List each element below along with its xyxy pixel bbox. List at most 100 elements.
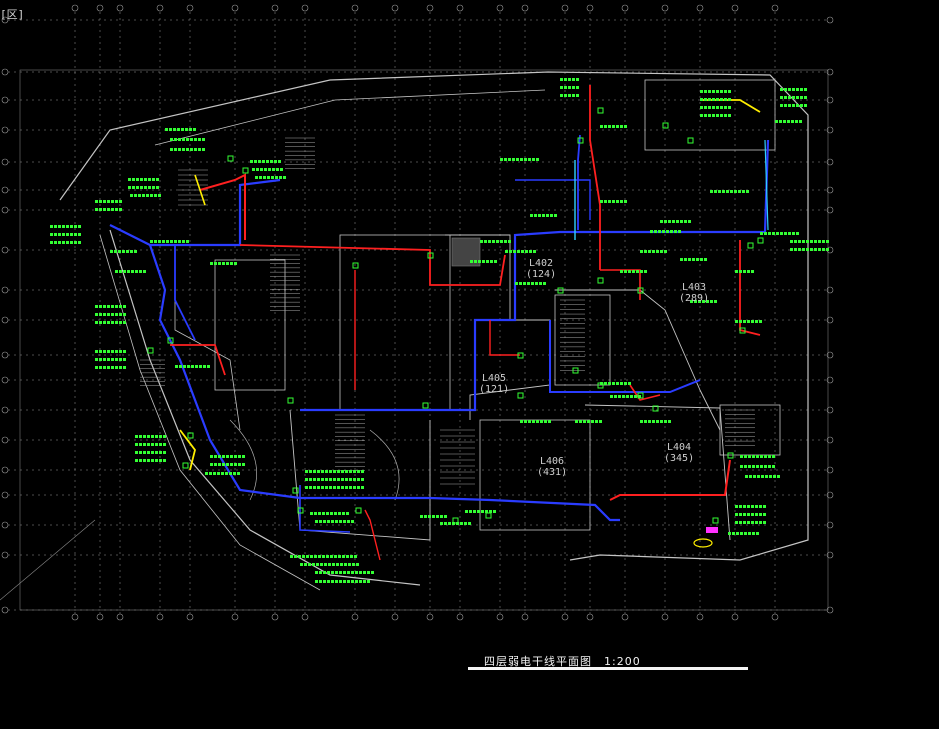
cable-label [524,158,527,161]
axis-bubble-right [826,406,834,414]
cable-label [568,94,571,97]
cable-label [788,88,791,91]
cable-label [115,321,118,324]
cable-label [165,128,168,131]
cable-label [66,233,69,236]
cable-label [704,98,707,101]
cable-label [790,248,793,251]
junction-box [352,262,359,269]
red-trunk-north-west [199,173,246,240]
axis-bubble-left [1,158,9,166]
axis-bubble-bottom [731,613,739,621]
cable-label [564,78,567,81]
cable-label [662,230,665,233]
cable-label [294,555,297,558]
cable-label [460,522,463,525]
cable-label [708,106,711,109]
cable-label [710,190,713,193]
cable-label [330,512,333,515]
cable-label [267,176,270,179]
cable-label [532,420,535,423]
cable-label [530,214,533,217]
cable-label [742,190,745,193]
cable-label [432,515,435,518]
cable-label [784,104,787,107]
cable-label [325,486,328,489]
central-block [339,234,451,411]
cable-label [367,571,370,574]
cable-label [312,563,315,566]
cable-label [576,86,579,89]
cable-label [202,148,205,151]
cable-label [798,248,801,251]
cable-label [791,120,794,123]
cable-label [147,435,150,438]
cable-label [534,214,537,217]
cable-label [702,300,705,303]
cable-label [533,250,536,253]
cable-label [788,232,791,235]
cable-label [309,478,312,481]
cable-label [99,305,102,308]
cable-label [361,470,364,473]
cable-label [700,90,703,93]
cable-label [814,240,817,243]
cable-label [135,443,138,446]
cable-label [107,321,110,324]
cable-label [777,475,780,478]
cable-label [151,451,154,454]
cable-label [765,475,768,478]
cable-label [361,486,364,489]
cable-label [119,350,122,353]
cable-label [62,241,65,244]
drawing-frame [19,69,829,611]
cable-label [599,420,602,423]
cable-label [759,521,762,524]
cable-label [325,478,328,481]
cable-label [319,520,322,523]
cable-label [640,250,643,253]
cable-label [146,194,149,197]
cable-label [484,240,487,243]
cable-label [321,486,324,489]
cable-label [107,358,110,361]
axis-bubble-left [1,246,9,254]
junction-box [572,367,579,374]
cable-label [652,420,655,423]
cable-label [283,176,286,179]
cable-label [70,241,73,244]
cable-label [198,138,201,141]
cable-label [150,194,153,197]
cable-label [678,230,681,233]
cable-label [620,125,623,128]
cable-label [62,233,65,236]
cable-label [624,270,627,273]
cable-label [95,366,98,369]
axis-bubble-left [1,551,9,559]
cable-label [144,186,147,189]
cable-label [302,555,305,558]
cable-label [234,463,237,466]
cable-label [329,486,332,489]
cable-label [624,125,627,128]
cable-label [531,282,534,285]
cable-label [238,463,241,466]
axis-bubble-right [826,466,834,474]
cable-label [58,233,61,236]
axis-bubble-right [826,68,834,76]
cable-label [744,532,747,535]
cable-label [720,106,723,109]
outer-wall-west-inner [99,234,321,591]
cable-label [322,555,325,558]
cable-label [722,190,725,193]
cable-label [371,571,374,574]
cable-label [788,104,791,107]
cable-label [527,282,530,285]
junction-box [147,347,154,354]
junction-box [747,242,754,249]
axis-bubble-bottom [71,613,79,621]
cable-label [520,420,523,423]
cable-label [326,512,329,515]
cable-label [339,520,342,523]
cable-label [436,515,439,518]
